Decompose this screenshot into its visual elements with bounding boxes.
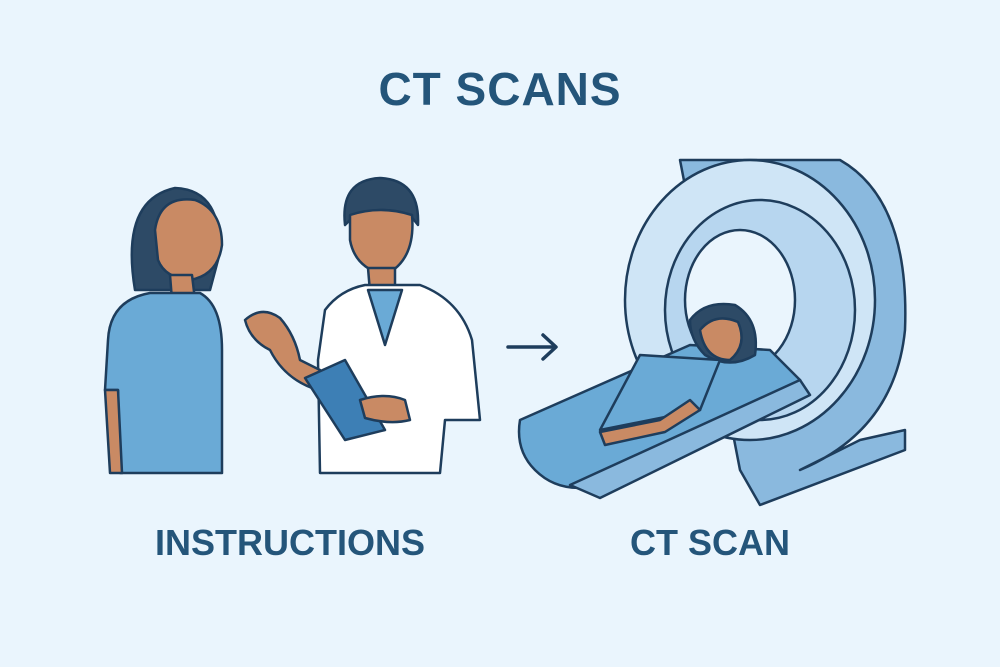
ct-scanner [517,158,907,507]
page-title: CT SCANS [378,63,622,115]
doctor-figure [243,176,482,475]
arrow-right-icon [506,333,558,361]
patient-woman-figure [103,186,224,475]
caption-instructions: INSTRUCTIONS [155,522,425,563]
caption-ct-scan: CT SCAN [630,522,790,563]
